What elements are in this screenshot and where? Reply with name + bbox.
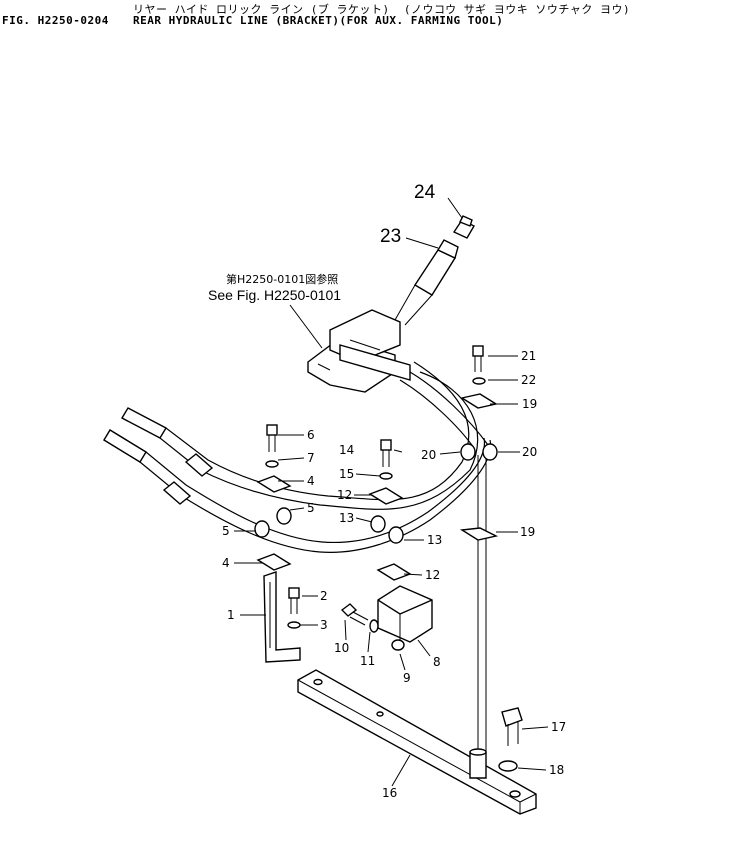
- callout-12-upper: 12: [337, 488, 352, 502]
- figure-code: FIG. H2250-0204: [2, 14, 109, 27]
- callout-10: 10: [334, 641, 349, 655]
- callout-20-left: 20: [421, 448, 436, 462]
- nut-9: [391, 639, 405, 651]
- callout-4-upper: 4: [307, 474, 315, 488]
- hydraulic-pipes: [103, 361, 492, 758]
- callout-19-lower: 19: [520, 525, 535, 539]
- clip-5-lower: [254, 520, 270, 538]
- callout-3: 3: [320, 618, 328, 632]
- bolt-2: [288, 587, 300, 614]
- washer-7: [265, 460, 279, 468]
- clip-13-upper: [370, 515, 386, 533]
- clamp-12-lower: [376, 563, 412, 581]
- bolt-10: [340, 603, 369, 626]
- bolt-6: [266, 424, 278, 452]
- washer-11: [369, 619, 379, 633]
- fitting-24: [452, 215, 475, 239]
- callout-7: 7: [307, 451, 315, 465]
- callout-8: 8: [433, 655, 441, 669]
- valve-block: [307, 309, 411, 393]
- callout-12-lower: 12: [425, 568, 440, 582]
- callout-21: 21: [521, 349, 536, 363]
- clamp-12-upper: [368, 487, 404, 505]
- callout-23: 23: [380, 226, 401, 247]
- callout-1: 1: [227, 608, 235, 622]
- reference-en: See Fig. H2250-0101: [208, 287, 341, 303]
- reference-leader: [289, 304, 323, 349]
- figure-title: REAR HYDRAULIC LINE (BRACKET)(FOR AUX. F…: [133, 14, 504, 27]
- callout-9: 9: [403, 671, 411, 685]
- callout-5-upper: 5: [307, 501, 315, 515]
- clip-5-upper: [276, 507, 292, 525]
- callout-19-upper: 19: [522, 397, 537, 411]
- callout-13-upper: 13: [339, 511, 354, 525]
- leader-lines: [234, 355, 549, 787]
- callout-11: 11: [360, 654, 375, 668]
- callout-2: 2: [320, 589, 328, 603]
- callout-18: 18: [549, 763, 564, 777]
- callout-22: 22: [521, 373, 536, 387]
- leader-24: [447, 197, 463, 219]
- clamp-19-lower: [459, 527, 499, 541]
- callout-20-right: 20: [522, 445, 537, 459]
- bracket-8: [377, 585, 433, 643]
- callout-14: 14: [339, 443, 354, 457]
- hose-23: [394, 239, 459, 326]
- reference-jp: 第H2250-0101図参照: [226, 272, 338, 286]
- clip-20-left: [460, 443, 476, 461]
- callout-24: 24: [414, 182, 436, 203]
- callout-16: 16: [382, 786, 397, 800]
- clamp-4-upper: [256, 475, 292, 493]
- leader-23: [405, 237, 439, 249]
- bolt-14: [380, 439, 392, 467]
- washer-15: [379, 472, 393, 480]
- callout-13-lower: 13: [427, 533, 442, 547]
- clip-13-lower: [388, 526, 404, 544]
- bolt-17: [501, 707, 523, 746]
- washer-3: [287, 621, 301, 629]
- drawbar-16: [297, 669, 537, 815]
- washer-18: [498, 760, 518, 772]
- callout-17: 17: [551, 720, 566, 734]
- callout-4-lower: 4: [222, 556, 230, 570]
- callout-15: 15: [339, 467, 354, 481]
- callout-5-lower: 5: [222, 524, 230, 538]
- bracket-1: [263, 571, 301, 663]
- japanese-title: リヤー ハイド ロリック ライン (ブ ラケット) (ノウコウ サギ ヨウキ ソ…: [133, 3, 631, 16]
- clip-20-right: [482, 443, 498, 461]
- callout-6: 6: [307, 428, 315, 442]
- clamp-4-lower: [256, 553, 292, 571]
- bolt-21: [472, 345, 484, 372]
- washer-22: [472, 377, 486, 385]
